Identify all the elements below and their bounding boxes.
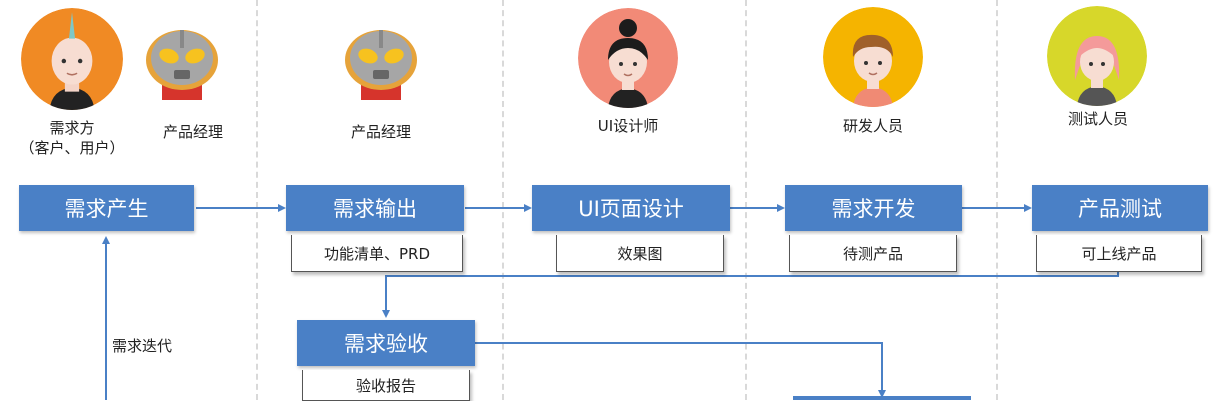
output-mockups: 效果图 <box>556 235 724 272</box>
output-product-to-test: 待测产品 <box>789 235 957 272</box>
stage-requirement-generation: 需求产生 <box>19 185 194 231</box>
output-acceptance-report: 验收报告 <box>302 370 470 401</box>
lane-divider <box>996 0 998 400</box>
ui-designer-avatar-icon <box>578 8 678 108</box>
stage-requirement-acceptance: 需求验收 <box>297 320 475 366</box>
stage-product-testing: 产品测试 <box>1032 185 1208 231</box>
stage-partial-box <box>793 396 971 400</box>
developer-avatar-icon <box>823 7 923 107</box>
client-avatar-icon <box>21 8 123 110</box>
role-client-detail: （客户、用户） <box>19 139 125 157</box>
role-client: 需求方 （客户、用户） <box>4 118 140 158</box>
iteration-label: 需求迭代 <box>112 337 173 355</box>
pm-robot-avatar-icon <box>335 18 427 100</box>
output-feature-list-prd: 功能清单、PRD <box>291 235 463 272</box>
pm-robot-avatar-icon <box>136 18 228 100</box>
role-ui-designer: UI设计师 <box>597 117 659 135</box>
tester-avatar-icon <box>1047 6 1147 106</box>
role-product-manager: 产品经理 <box>162 123 223 141</box>
output-releasable-product: 可上线产品 <box>1036 235 1202 272</box>
role-developer: 研发人员 <box>842 117 903 135</box>
stage-requirement-output: 需求输出 <box>286 185 464 231</box>
lane-divider <box>502 0 504 400</box>
stage-ui-page-design: UI页面设计 <box>532 185 730 231</box>
role-client-name: 需求方 <box>49 119 95 137</box>
lane-divider <box>745 0 747 400</box>
stage-requirement-development: 需求开发 <box>785 185 962 231</box>
role-tester: 测试人员 <box>1067 110 1128 128</box>
role-product-manager: 产品经理 <box>350 123 411 141</box>
lane-divider <box>256 0 258 400</box>
